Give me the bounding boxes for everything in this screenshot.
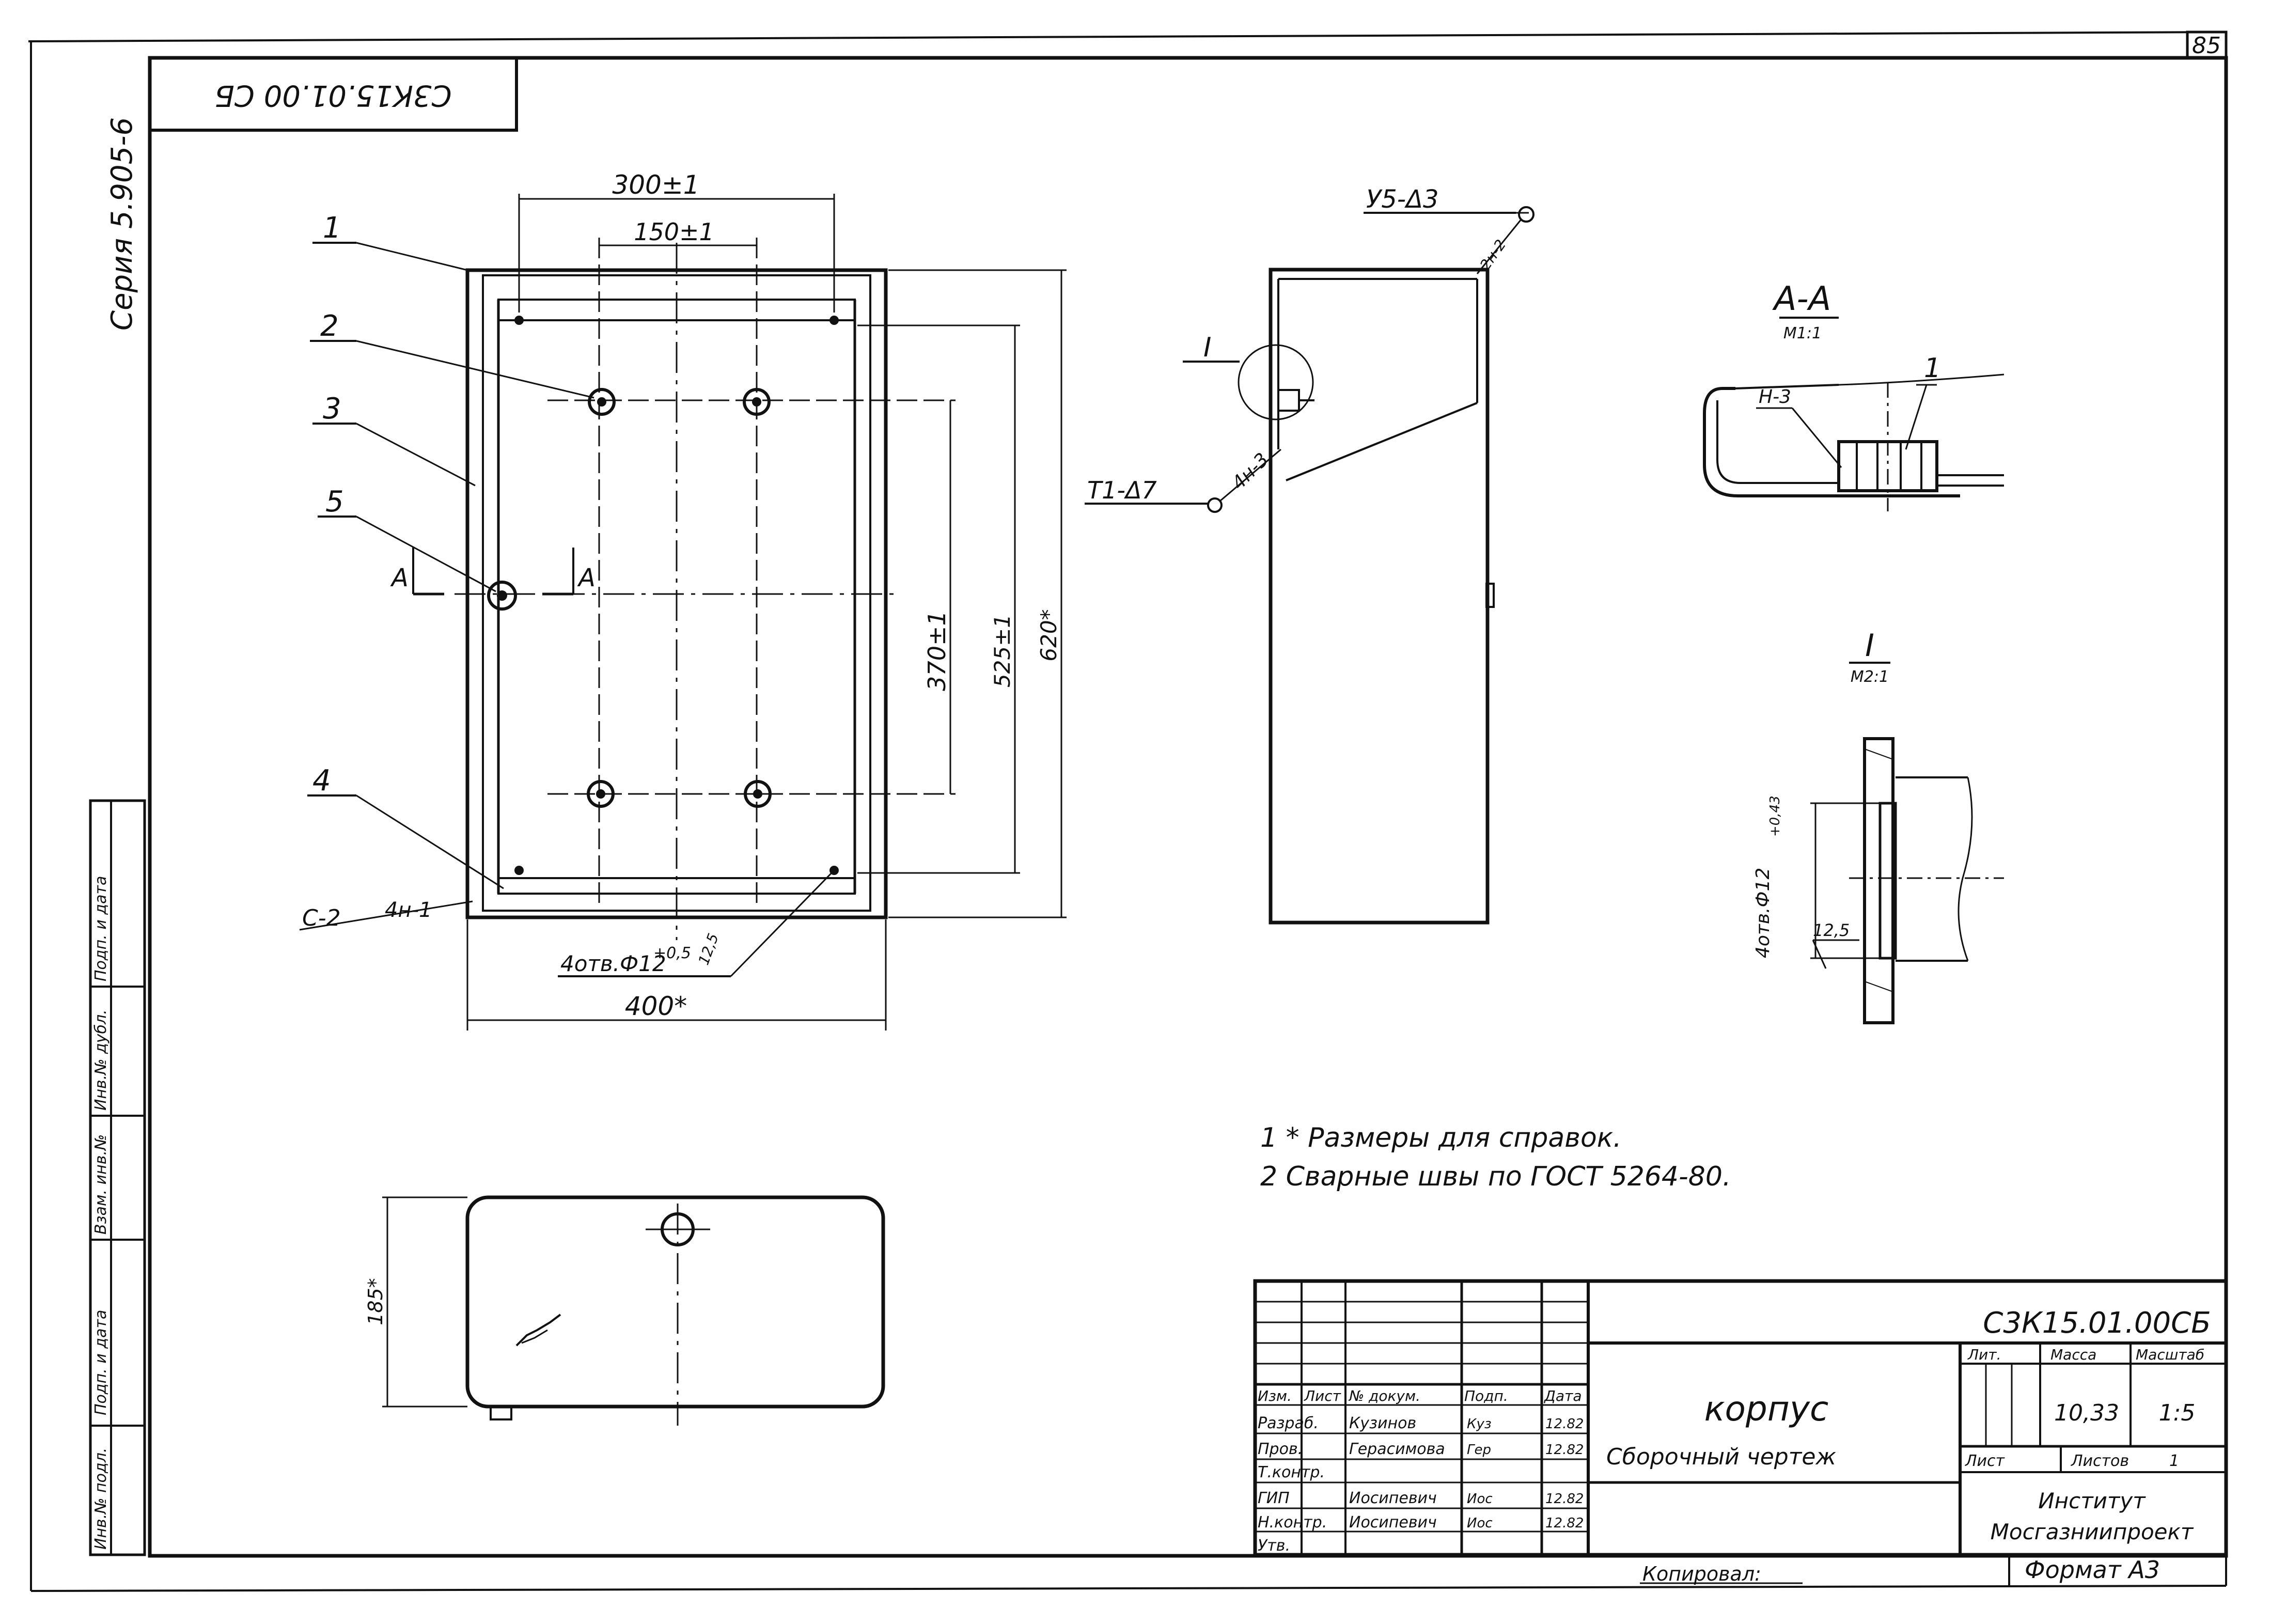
- tb-r1-sign: Куз: [1467, 1416, 1492, 1432]
- weld-c2: С-2: [302, 905, 341, 931]
- weld-4n1: 4н-1: [385, 898, 432, 922]
- note-1: 1 * Размеры для справок.: [1260, 1122, 1622, 1153]
- dim-150: 150±1: [634, 218, 714, 246]
- mirrored-code-box: С3К15.01.00 СБ: [148, 56, 518, 132]
- side-stamp-text: Инв.№ дубл.: [92, 1009, 110, 1111]
- pos-4: 4: [312, 764, 331, 798]
- tb-mass-value: 10,33: [2054, 1400, 2119, 1426]
- tb-r4-role: ГИП: [1258, 1489, 1290, 1507]
- grounding-boss: [487, 581, 517, 611]
- tb-r4-sign: Иос: [1467, 1491, 1493, 1507]
- roughness-mark: 12,5: [695, 931, 722, 967]
- tb-mass-label: Масса: [2050, 1346, 2096, 1363]
- page-number-box: 85: [2186, 30, 2228, 59]
- dim-400: 400*: [625, 991, 687, 1021]
- dim-620: 620*: [1036, 609, 1061, 661]
- series-label: Серия 5.905-6: [105, 117, 139, 331]
- section-aa-scale: М1:1: [1783, 324, 1822, 342]
- tb-org-line2: Мосгазниипроект: [1991, 1519, 2194, 1544]
- detail-i: I М2:1 4отв.Ф12 +0,43 12,5: [1752, 628, 2004, 1024]
- tb-code: С3К15.01.00СБ: [1983, 1306, 2211, 1340]
- notes: 1 * Размеры для справок. 2 Сварные швы п…: [1260, 1122, 1731, 1192]
- dim-525: 525±1: [990, 614, 1015, 688]
- tb-hdr-doc: № докум.: [1348, 1387, 1420, 1404]
- weld-top: У5-Δ3: [1366, 185, 1438, 214]
- tb-r2-date: 12.82: [1545, 1442, 1584, 1458]
- detail-i-hole: 4отв.Ф12: [1752, 868, 1774, 958]
- format-label: Формат А3: [2025, 1556, 2160, 1584]
- dim-300: 300±1: [612, 170, 699, 200]
- pos-5: 5: [325, 485, 344, 519]
- tb-r1-role: Разраб.: [1258, 1414, 1319, 1432]
- section-aa: А-А М1:1 Н-3 1: [1703, 280, 2005, 511]
- tb-hdr-izm: Изм.: [1258, 1387, 1292, 1404]
- note-2: 2 Сварные швы по ГОСТ 5264-80.: [1260, 1161, 1731, 1192]
- mounting-hole: [744, 780, 772, 808]
- tb-hdr-list: Лист: [1304, 1387, 1341, 1404]
- tb-name: корпус: [1704, 1389, 1829, 1429]
- tb-doc-type: Сборочный чертеж: [1606, 1444, 1836, 1470]
- bottom-strip: Формат А3 Копировал:: [1640, 1556, 2160, 1586]
- section-aa-pos: 1: [1924, 353, 1941, 384]
- pos-3: 3: [323, 392, 341, 426]
- pos-2: 2: [320, 309, 339, 343]
- detail-i-title: I: [1865, 628, 1874, 664]
- pos-1: 1: [323, 211, 341, 245]
- tb-r2-role: Пров.: [1258, 1440, 1303, 1458]
- tb-scale-label: Масштаб: [2136, 1346, 2204, 1363]
- weld-4n3: 4н-3: [1228, 449, 1273, 494]
- mirrored-code: С3К15.01.00 СБ: [214, 79, 451, 112]
- tb-org-line1: Институт: [2038, 1488, 2146, 1513]
- section-mark-left: А: [390, 564, 409, 592]
- tb-r5-date: 12.82: [1545, 1516, 1584, 1531]
- section-aa-weld: Н-3: [1759, 386, 1791, 408]
- tb-r4-date: 12.82: [1545, 1491, 1584, 1507]
- tb-r4-name: Иосипевич: [1349, 1489, 1437, 1507]
- hole-tol: +0,5: [653, 944, 691, 962]
- tb-sheets-value: 1: [2169, 1452, 2179, 1470]
- tb-r1-name: Кузинов: [1349, 1414, 1416, 1432]
- dim-185: 185*: [364, 1278, 387, 1325]
- tb-scale-value: 1:5: [2159, 1400, 2196, 1426]
- tb-r2-sign: Гер: [1467, 1442, 1491, 1458]
- front-view: 300±1 150±1 370±1 525±1 620* 400* 1 2 3: [299, 170, 1067, 1030]
- side-stamp-text: Подп. и дата: [92, 876, 110, 981]
- side-stamp-text: Инв.№ подл.: [92, 1448, 110, 1550]
- mounting-hole: [587, 780, 615, 808]
- weld-t1: Т1-Δ7: [1087, 476, 1157, 504]
- tb-r6-role: Утв.: [1258, 1537, 1290, 1555]
- detail-mark: I: [1203, 332, 1211, 363]
- title-block: Изм. Лист № докум. Подп. Дата Разраб. Ку…: [1253, 1279, 2228, 1557]
- side-view: I У5-Δ3 2н-2 Т1-Δ7 4н-3: [1085, 185, 1535, 925]
- tb-hdr-date: Дата: [1543, 1387, 1582, 1404]
- section-mark-right: А: [577, 564, 596, 592]
- tb-r1-date: 12.82: [1545, 1416, 1584, 1432]
- tb-r5-sign: Иос: [1467, 1516, 1493, 1531]
- tb-sheets-label: Листов: [2071, 1452, 2129, 1470]
- section-aa-title: А-А: [1772, 280, 1831, 318]
- detail-i-scale: М2:1: [1851, 668, 1889, 686]
- side-stamp-text: Взам. инв.№: [92, 1134, 110, 1235]
- detail-i-tol: +0,43: [1767, 795, 1783, 837]
- detail-i-rough: 12,5: [1813, 920, 1850, 940]
- mounting-hole: [743, 388, 771, 416]
- tb-r5-name: Иосипевич: [1349, 1513, 1437, 1532]
- bottom-view: 185*: [364, 1195, 885, 1426]
- tb-lit-label: Лит.: [1967, 1346, 2001, 1363]
- tb-r2-name: Герасимова: [1349, 1440, 1445, 1458]
- page-number: 85: [2192, 33, 2221, 59]
- side-stamp: Инв.№ подл. Подп. и дата Взам. инв.№ Инв…: [89, 799, 146, 1556]
- side-stamp-text: Подп. и дата: [92, 1310, 110, 1415]
- tb-hdr-sign: Подп.: [1464, 1387, 1508, 1404]
- copied-label: Копировал:: [1642, 1563, 1761, 1585]
- hole-callout: 4отв.Ф12: [560, 951, 666, 976]
- tb-sheet-label: Лист: [1965, 1452, 2006, 1470]
- tb-r3-role: Т.контр.: [1258, 1463, 1325, 1481]
- dim-370: 370±1: [923, 611, 951, 691]
- mounting-hole: [588, 388, 616, 416]
- tb-r5-role: Н.контр.: [1258, 1513, 1327, 1532]
